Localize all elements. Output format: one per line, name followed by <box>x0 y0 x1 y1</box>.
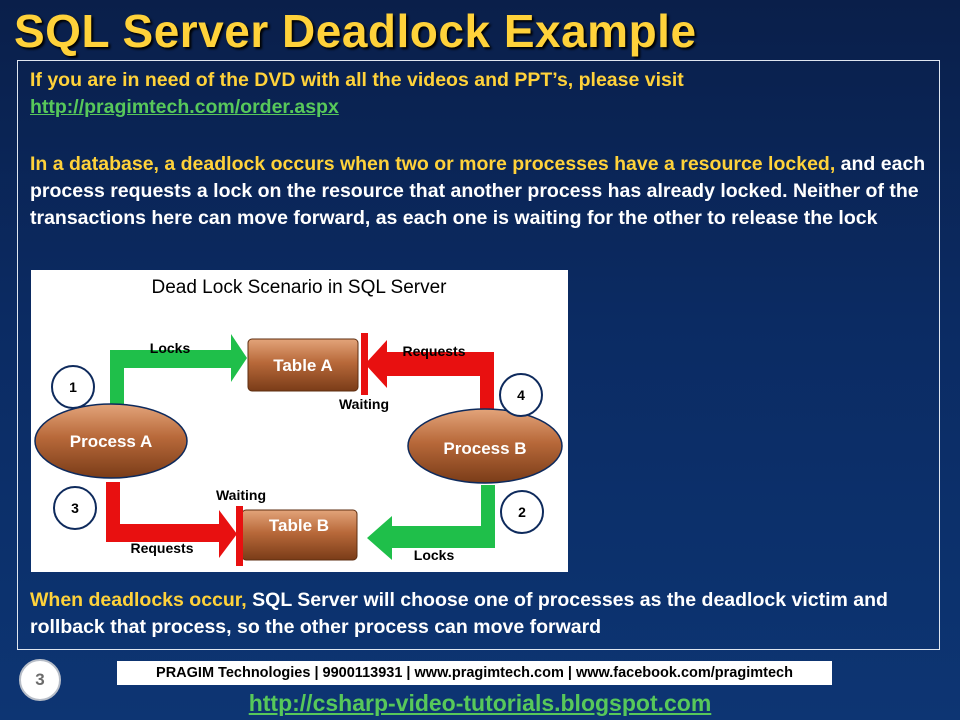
step-2-circle <box>500 490 544 534</box>
locks-label-top: Locks <box>150 340 191 356</box>
resolution-rest: SQL Server will choose one of processes … <box>30 589 888 638</box>
definition-paragraph: In a database, a deadlock occurs when tw… <box>30 151 930 232</box>
table-a-wait-bar <box>361 333 368 395</box>
requests-arrow-b <box>365 340 494 410</box>
step-1-circle <box>51 365 95 409</box>
locks-arrow-b <box>367 485 495 560</box>
table-a-label: Table A <box>273 356 333 375</box>
diagram-title: Dead Lock Scenario in SQL Server <box>151 277 447 298</box>
waiting-label-top: Waiting <box>339 396 389 412</box>
table-b-wait-bar <box>236 506 243 566</box>
step-4-circle <box>499 373 543 417</box>
step-1-label: 1 <box>69 379 77 395</box>
definition-rest: and each process requests a lock on the … <box>30 153 926 229</box>
step-4-label: 4 <box>517 387 525 403</box>
locks-arrow-a <box>110 334 247 415</box>
table-b-label: Table B <box>269 516 329 535</box>
deadlock-diagram: Dead Lock Scenario in SQL Server Table A… <box>31 270 568 572</box>
process-a-node <box>34 403 188 479</box>
requests-label-bottom: Requests <box>130 540 193 556</box>
footer-contact-bar: PRAGIM Technologies | 9900113931 | www.p… <box>117 661 832 685</box>
step-3-label: 3 <box>71 500 79 516</box>
slide-number: 3 <box>19 659 61 701</box>
dvd-text: If you are in need of the DVD with all t… <box>30 69 684 91</box>
resolution-paragraph: When deadlocks occur, SQL Server will ch… <box>30 587 930 641</box>
step-3-circle <box>53 486 97 530</box>
content-box: If you are in need of the DVD with all t… <box>17 60 940 650</box>
requests-label-top: Requests <box>402 343 465 359</box>
step-2-label: 2 <box>518 504 526 520</box>
process-a-label: Process A <box>70 432 153 451</box>
blog-link[interactable]: http://csharp-video-tutorials.blogspot.c… <box>248 690 712 716</box>
locks-label-bottom: Locks <box>414 547 455 563</box>
order-link[interactable]: http://pragimtech.com/order.aspx <box>30 96 339 118</box>
table-a-box <box>247 338 359 392</box>
deadlock-diagram-svg: Dead Lock Scenario in SQL Server Table A… <box>34 277 563 566</box>
resolution-highlight: When deadlocks occur, <box>30 589 247 611</box>
requests-arrow-a <box>106 482 237 558</box>
process-b-node <box>407 408 563 484</box>
waiting-label-bottom: Waiting <box>216 487 266 503</box>
definition-highlight: In a database, a deadlock occurs when tw… <box>30 153 836 175</box>
slide-title: SQL Server Deadlock Example <box>14 5 697 57</box>
dvd-paragraph: If you are in need of the DVD with all t… <box>30 67 930 121</box>
process-b-label: Process B <box>443 439 526 458</box>
